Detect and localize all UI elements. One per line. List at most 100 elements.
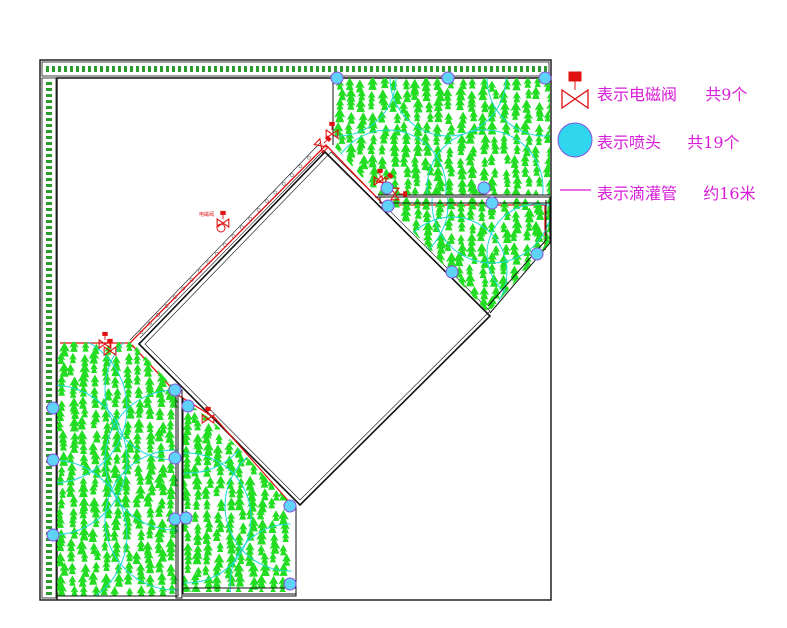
tree-icon (513, 294, 524, 308)
hedge-mark (46, 346, 52, 349)
sprinkler-icon (477, 181, 491, 195)
tree-icon (466, 207, 476, 220)
tree-icon (244, 551, 255, 566)
wall-mark (173, 295, 177, 300)
tree-icon (257, 518, 268, 534)
tree-icon (166, 563, 176, 577)
tree-icon (166, 419, 175, 430)
tree-icon (512, 132, 521, 145)
tree-icon (183, 530, 192, 542)
tree-icon (369, 165, 380, 180)
tree-icon (57, 465, 66, 477)
tree-icon (57, 400, 66, 411)
tree-icon (80, 551, 89, 562)
hedge-mark (64, 66, 67, 72)
tree-icon (78, 496, 90, 511)
tree-icon (512, 175, 523, 189)
wall-mark (306, 155, 311, 160)
tree-icon (165, 537, 177, 553)
tree-icon (142, 492, 154, 507)
tree-icon (535, 109, 545, 122)
tree-icon (542, 164, 550, 178)
tree-icon (469, 109, 479, 122)
tree-icon (501, 121, 511, 135)
tree-icon (80, 353, 90, 367)
tree-icon (234, 532, 244, 546)
tree-icon (57, 581, 67, 596)
spray-arc (389, 78, 507, 137)
hedge-mark (88, 66, 91, 72)
hedge-mark (286, 66, 289, 72)
tree-icon (57, 574, 66, 589)
tree-icon (101, 364, 110, 376)
tree-icon (103, 505, 114, 519)
hedge-mark (220, 66, 223, 72)
tree-icon (542, 232, 550, 244)
tree-icon (211, 574, 222, 588)
legend-valve-label: 表示电磁阀 (597, 85, 678, 104)
tree-icon (183, 445, 191, 458)
tree-icon (135, 473, 145, 485)
tree-icon (57, 515, 65, 528)
tree-icon (355, 134, 367, 149)
hedge-mark (46, 478, 52, 481)
hedge-mark (46, 226, 52, 229)
tree-icon (477, 121, 487, 135)
tree-icon (68, 397, 80, 412)
tree-icon (532, 285, 540, 297)
hedge-mark (46, 502, 52, 505)
hedge-mark (46, 274, 52, 277)
legend-drip-length: 约16米 (703, 184, 756, 203)
tree-icon (114, 562, 123, 574)
hedge-mark (46, 592, 52, 595)
tree-icon (469, 145, 478, 157)
hedge-mark (106, 66, 109, 72)
tree-icon (144, 376, 155, 390)
tree-icon (432, 123, 443, 137)
tree-icon (157, 547, 168, 562)
tree-icon (487, 101, 498, 115)
tree-icon (525, 134, 534, 145)
legend-valve-count: 共9个 (705, 85, 748, 104)
tree-icon (131, 451, 142, 464)
wall-mark (181, 286, 186, 291)
tree-icon (399, 154, 409, 167)
tree-icon (191, 510, 200, 522)
hedge-mark (508, 66, 511, 72)
tree-icon (212, 444, 224, 459)
tree-icon (90, 386, 99, 399)
tree-icon (467, 198, 478, 210)
hedge-mark (46, 142, 52, 145)
tree-icon (432, 78, 443, 90)
legend-row-drip: 表示滴灌管 约16米 (597, 180, 756, 204)
tree-icon (491, 167, 499, 178)
hedge-mark (46, 280, 52, 283)
tree-icon (424, 101, 434, 113)
tree-icon (70, 431, 80, 444)
tree-icon (257, 498, 268, 513)
tree-icon (226, 497, 237, 511)
tree-icon (91, 464, 102, 478)
tree-icon (525, 220, 533, 231)
tree-icon (420, 156, 431, 170)
tree-icon (481, 276, 489, 287)
tree-icon (89, 542, 99, 555)
tree-icon (544, 155, 550, 169)
hedge-mark (46, 136, 52, 139)
hedge-mark (46, 202, 52, 205)
hedge-mark (46, 544, 52, 547)
tree-icon (123, 365, 133, 378)
tree-icon (216, 463, 225, 476)
tree-icon (380, 97, 390, 110)
tree-icon (457, 234, 465, 245)
tree-icon (212, 528, 222, 542)
hedge-mark (496, 66, 499, 72)
tree-icon (57, 374, 67, 387)
tree-icon (66, 549, 76, 562)
sprinkler-icon (168, 512, 182, 526)
tree-icon (135, 406, 144, 418)
tree-icon (499, 141, 509, 154)
tree-icon (456, 119, 467, 133)
tree-icon (248, 516, 259, 532)
tree-icon (497, 293, 509, 308)
